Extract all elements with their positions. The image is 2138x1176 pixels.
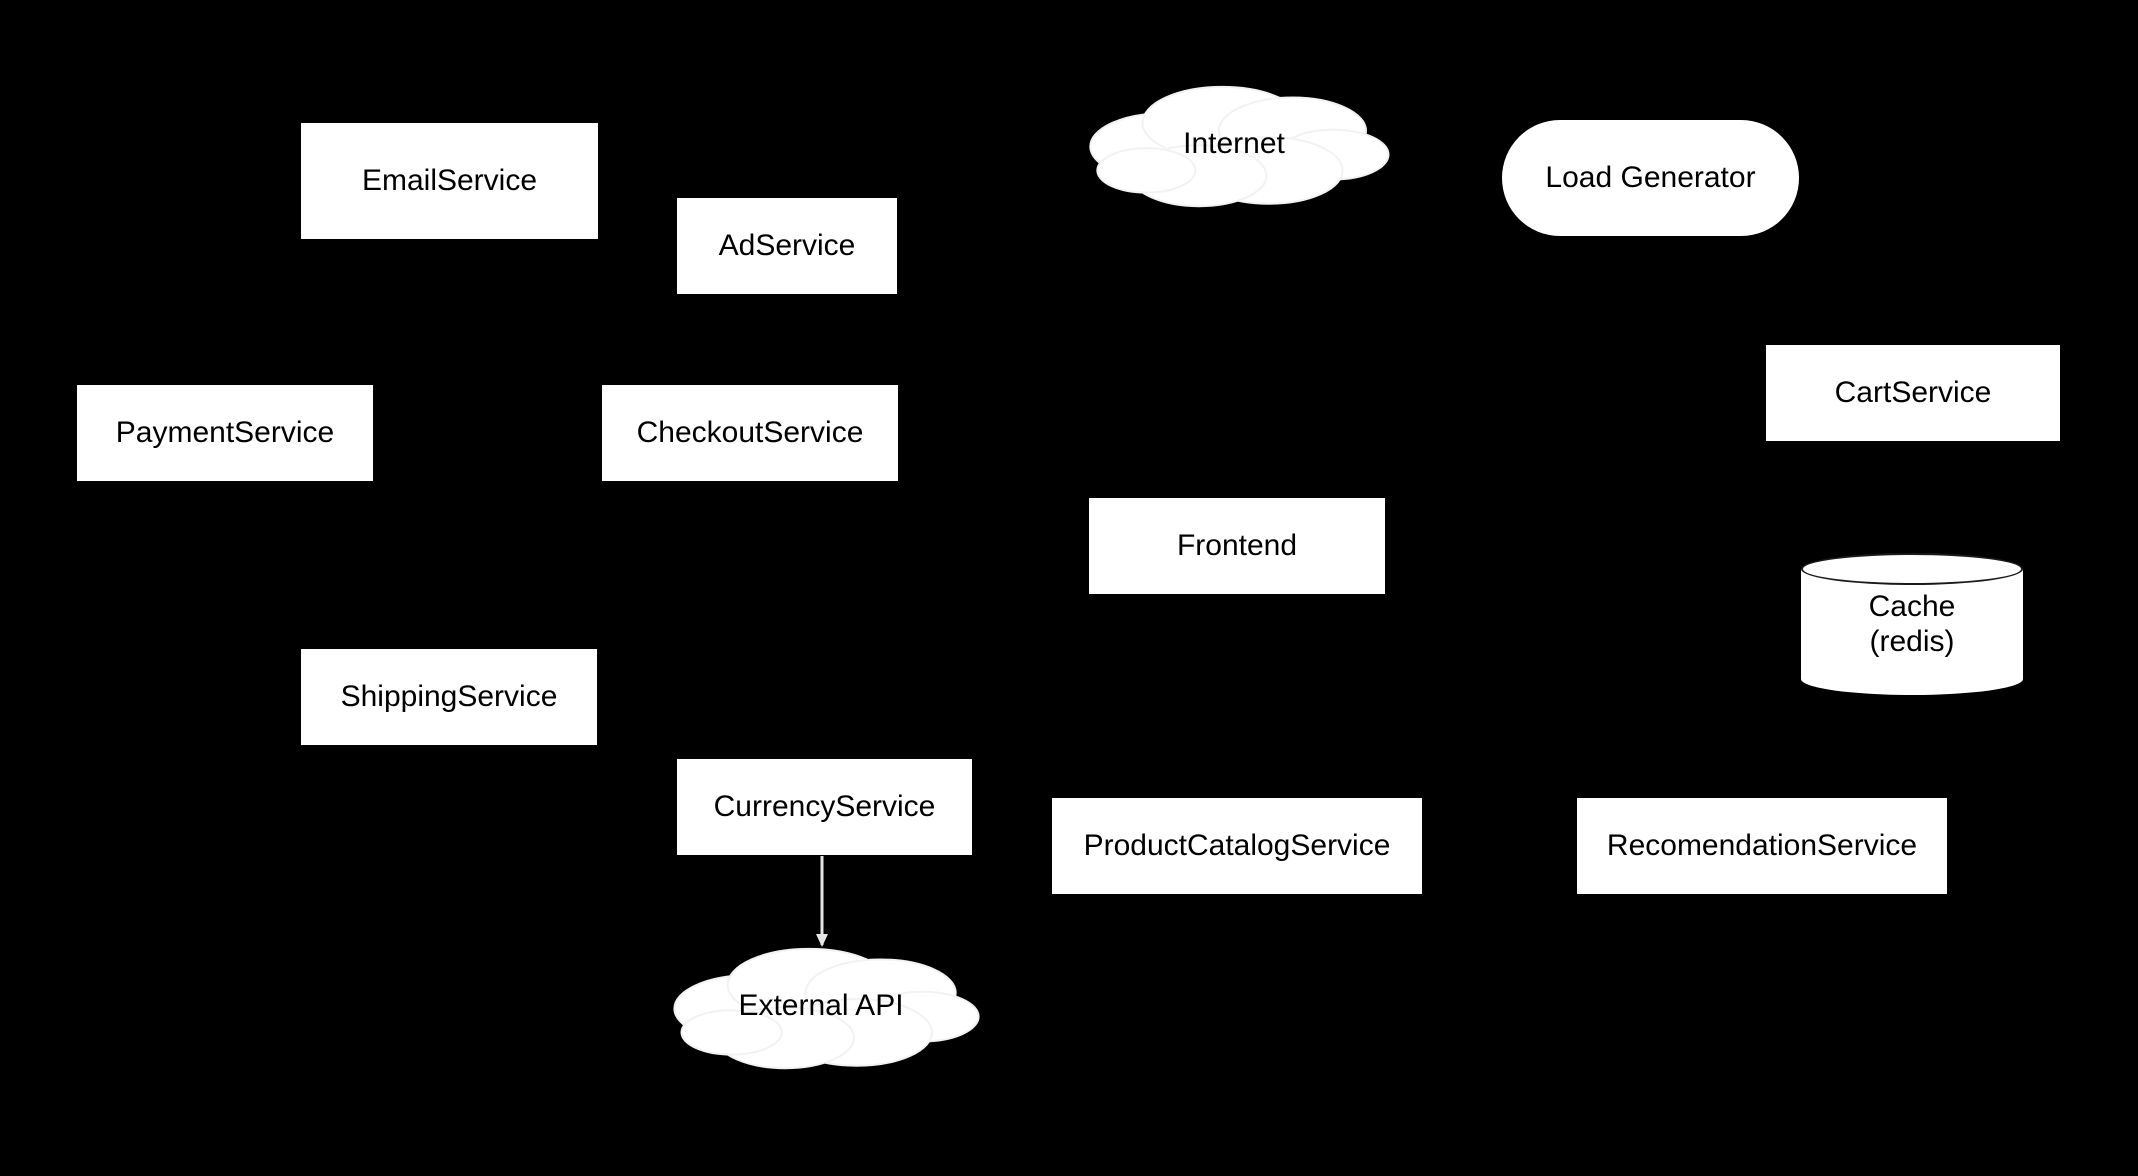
node-payment-service[interactable]: PaymentService <box>76 384 374 482</box>
node-ad-service[interactable]: AdService <box>676 197 898 295</box>
node-recomendation-service[interactable]: RecomendationService <box>1576 797 1948 895</box>
node-currency-service[interactable]: CurrencyService <box>676 758 973 856</box>
node-label: ProductCatalogService <box>1083 829 1391 863</box>
node-label: CheckoutService <box>636 416 864 450</box>
cloud-shape <box>673 947 980 1070</box>
node-email-service[interactable]: EmailService <box>300 122 599 240</box>
node-frontend[interactable]: Frontend <box>1088 497 1386 595</box>
node-label: Cache (redis) <box>1868 589 1956 658</box>
node-cache-redis[interactable]: Cache (redis) <box>1801 553 2023 695</box>
node-label: CurrencyService <box>713 790 936 824</box>
node-internet[interactable]: Internet <box>1088 78 1390 210</box>
cloud-shape <box>1089 85 1390 208</box>
node-label: Internet <box>1183 127 1285 161</box>
node-label: CartService <box>1834 376 1992 410</box>
node-shipping-service[interactable]: ShippingService <box>300 648 598 746</box>
node-label: AdService <box>718 229 856 263</box>
node-label: External API <box>738 989 904 1023</box>
node-label: ShippingService <box>340 680 558 714</box>
node-checkout-service[interactable]: CheckoutService <box>601 384 899 482</box>
node-load-generator[interactable]: Load Generator <box>1502 120 1799 236</box>
node-external-api[interactable]: External API <box>672 940 980 1072</box>
node-label: Load Generator <box>1545 161 1756 195</box>
node-label: EmailService <box>361 164 538 198</box>
node-product-catalog-service[interactable]: ProductCatalogService <box>1051 797 1423 895</box>
node-label: PaymentService <box>115 416 335 450</box>
cylinder-body <box>1801 569 2023 695</box>
node-label: RecomendationService <box>1606 829 1918 863</box>
node-label: Frontend <box>1176 529 1298 563</box>
node-cart-service[interactable]: CartService <box>1765 344 2061 442</box>
cylinder-top-ellipse <box>1801 553 2023 585</box>
